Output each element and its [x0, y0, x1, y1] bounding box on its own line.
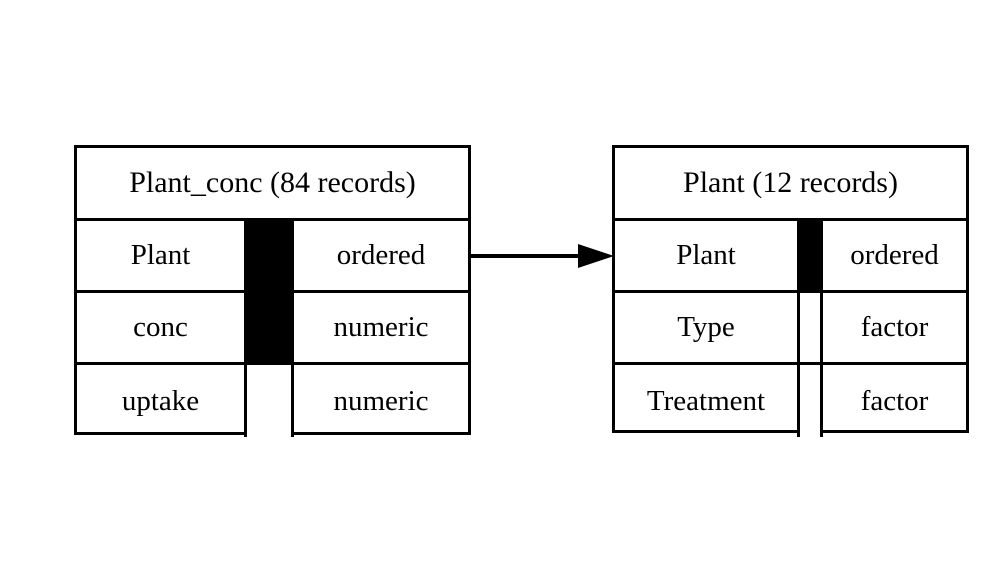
table-row[interactable]: Plant ordered	[77, 221, 468, 293]
field-name: Type	[677, 311, 735, 343]
field-type: numeric	[333, 311, 429, 343]
relationship-arrow-icon	[471, 244, 614, 268]
table-row[interactable]: Plant ordered	[615, 221, 966, 293]
field-type: factor	[860, 311, 929, 343]
field-name: Plant	[130, 239, 191, 271]
field-name: Plant	[676, 239, 736, 271]
field-name: uptake	[121, 384, 200, 417]
field-type: numeric	[333, 384, 429, 417]
key-indicator-icon	[244, 221, 294, 290]
entity-table-plant-conc[interactable]: Plant_conc (84 records) Plant ordered co…	[74, 145, 471, 437]
field-type: ordered	[336, 239, 426, 271]
field-type: factor	[860, 384, 929, 417]
key-indicator-icon	[797, 293, 823, 362]
table-title-plant-conc: Plant_conc (84 records)	[77, 148, 468, 221]
key-indicator-icon	[244, 293, 294, 362]
table-row[interactable]: Treatment factor	[615, 365, 966, 437]
table-row[interactable]: conc numeric	[77, 293, 468, 365]
table-row[interactable]: Type factor	[615, 293, 966, 365]
field-name: conc	[133, 311, 188, 343]
field-name: Treatment	[646, 384, 766, 417]
table-row[interactable]: uptake numeric	[77, 365, 468, 437]
key-indicator-icon	[244, 365, 294, 437]
field-type: ordered	[850, 239, 939, 271]
key-indicator-icon	[797, 365, 823, 437]
key-indicator-icon	[797, 221, 823, 290]
entity-table-plant[interactable]: Plant (12 records) Plant ordered Type fa…	[612, 145, 969, 437]
table-title-plant: Plant (12 records)	[615, 148, 966, 221]
